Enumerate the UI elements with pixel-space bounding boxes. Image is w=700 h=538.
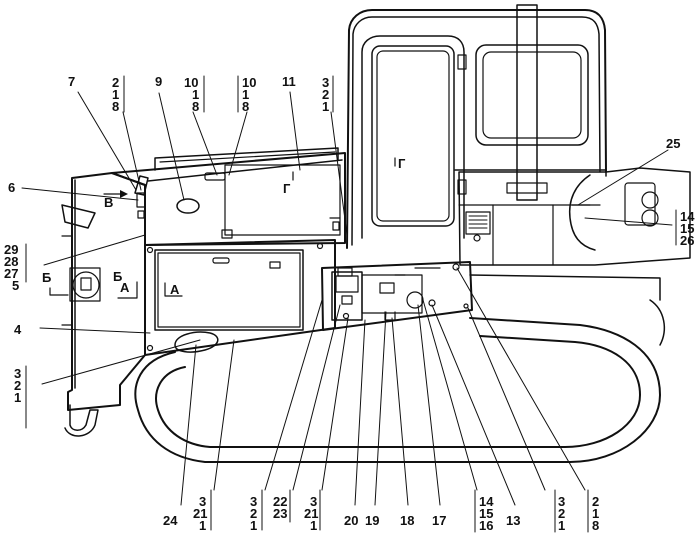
section-b-top-label: В xyxy=(104,195,113,210)
callout-9: 9 xyxy=(155,74,162,89)
callout-6: 6 xyxy=(8,180,15,195)
callout-15-right: 15 xyxy=(680,221,694,236)
callout-3-21-1-b-c: 1 xyxy=(310,518,317,533)
section-a-left-label: А xyxy=(120,280,130,295)
section-g-left-label: Г xyxy=(283,181,291,196)
callout-3-2-1-top-a: 3 xyxy=(322,75,329,90)
callout-27: 27 xyxy=(4,266,18,281)
callout-16: 16 xyxy=(479,518,493,533)
callout-5: 5 xyxy=(12,278,19,293)
callout-10-1-8-b-c: 8 xyxy=(242,99,249,114)
callout-2-1-8-top-a: 2 xyxy=(112,75,119,90)
side-panel xyxy=(144,239,336,356)
callout-23: 23 xyxy=(273,506,287,521)
callout-2-1-8-top-c: 8 xyxy=(112,99,119,114)
callout-10-1-8-a-b: 1 xyxy=(192,87,199,102)
callout-26: 26 xyxy=(680,233,694,248)
callout-3-2-1-c-b: 2 xyxy=(558,506,565,521)
callout-3-2-1-b-c: 1 xyxy=(250,518,257,533)
callout-2-1-8-bottom-a: 2 xyxy=(592,494,599,509)
callout-7: 7 xyxy=(68,74,75,89)
callout-3-2-1-left-b: 2 xyxy=(14,378,21,393)
callout-3-2-1-top-b: 2 xyxy=(322,87,329,102)
callout-28: 28 xyxy=(4,254,18,269)
callout-3-2-1-c-a: 3 xyxy=(558,494,565,509)
callout-3-21-1-a-b: 21 xyxy=(193,506,207,521)
callout-10-1-8-b-b: 1 xyxy=(242,87,249,102)
callout-3-21-1-a-a: 3 xyxy=(199,494,206,509)
callout-2-1-8-bottom-c: 8 xyxy=(592,518,599,533)
callout-10-1-8-a-c: 8 xyxy=(192,99,199,114)
callout-3-21-1-b-b: 21 xyxy=(304,506,318,521)
callout-labels: 7 2 1 8 9 10 1 8 10 1 8 11 3 2 1 25 6 29… xyxy=(4,74,695,533)
section-markers: В Г Г А А Б Б xyxy=(42,156,406,299)
rear-ripper-bracket xyxy=(61,172,149,437)
section-b-right-label: Б xyxy=(113,269,122,284)
callout-2-1-8-bottom-b: 1 xyxy=(592,506,599,521)
callout-3-2-1-c-c: 1 xyxy=(558,518,565,533)
rear-compartment xyxy=(458,167,691,266)
callout-14-bottom: 14 xyxy=(479,494,494,509)
section-g-right-label: Г xyxy=(398,156,406,171)
callout-10-1-8-b-a: 10 xyxy=(242,75,256,90)
callout-3-2-1-b-b: 2 xyxy=(250,506,257,521)
section-a-right-label: А xyxy=(170,282,180,297)
callout-11: 11 xyxy=(282,74,296,89)
callout-3-2-1-left-a: 3 xyxy=(14,366,21,381)
leader-lines xyxy=(21,91,673,506)
callout-19: 19 xyxy=(365,513,379,528)
callout-20: 20 xyxy=(344,513,358,528)
callout-14-right: 14 xyxy=(680,209,695,224)
callout-13: 13 xyxy=(506,513,520,528)
exhaust-post xyxy=(506,4,548,201)
callout-3-2-1-left-c: 1 xyxy=(14,390,21,405)
callout-3-21-1-b-a: 3 xyxy=(310,494,317,509)
engine-hood xyxy=(111,147,346,246)
track xyxy=(134,274,666,463)
callout-3-21-1-a-c: 1 xyxy=(199,518,206,533)
callout-4: 4 xyxy=(14,322,22,337)
section-b-left-label: Б xyxy=(42,270,51,285)
callout-10-1-8-a-a: 10 xyxy=(184,75,198,90)
callout-22: 22 xyxy=(273,494,287,509)
callout-24: 24 xyxy=(163,513,178,528)
callout-3-2-1-b-a: 3 xyxy=(250,494,257,509)
callout-2-1-8-top-b: 1 xyxy=(112,87,119,102)
callout-17: 17 xyxy=(432,513,446,528)
callout-3-2-1-top-c: 1 xyxy=(322,99,329,114)
callout-29: 29 xyxy=(4,242,18,257)
callout-18: 18 xyxy=(400,513,414,528)
fuel-compartment xyxy=(321,261,473,331)
callout-15-bottom: 15 xyxy=(479,506,493,521)
callout-25: 25 xyxy=(666,136,680,151)
cab xyxy=(346,9,607,249)
